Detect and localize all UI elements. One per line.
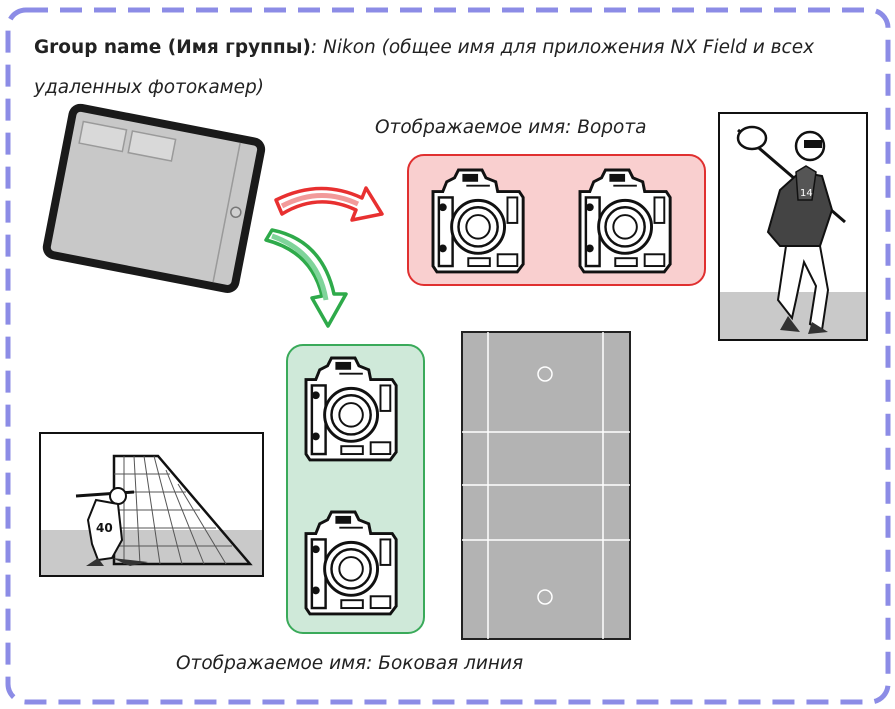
goalkeeper-icon: 40 [39, 432, 264, 577]
group-name-value: : Nikon (общее имя для приложения NX Fie… [310, 37, 815, 58]
tablet-icon [42, 103, 266, 293]
lacrosse-field-icon [461, 331, 631, 640]
group-name-value-continued: удаленных фотокамер) [34, 77, 264, 98]
svg-text:40: 40 [96, 521, 113, 535]
group-name-line: Group name (Имя группы): Nikon (общее им… [34, 36, 814, 60]
lacrosse-player-icon: 14 [718, 112, 868, 341]
display-name-goal: Отображаемое имя: Ворота [375, 117, 647, 138]
green-arrow [264, 228, 348, 328]
red-arrow [274, 186, 384, 222]
group-name-label: Group name (Имя группы) [34, 37, 311, 58]
display-name-sideline: Отображаемое имя: Боковая линия [176, 653, 524, 674]
svg-text:14: 14 [800, 188, 813, 199]
